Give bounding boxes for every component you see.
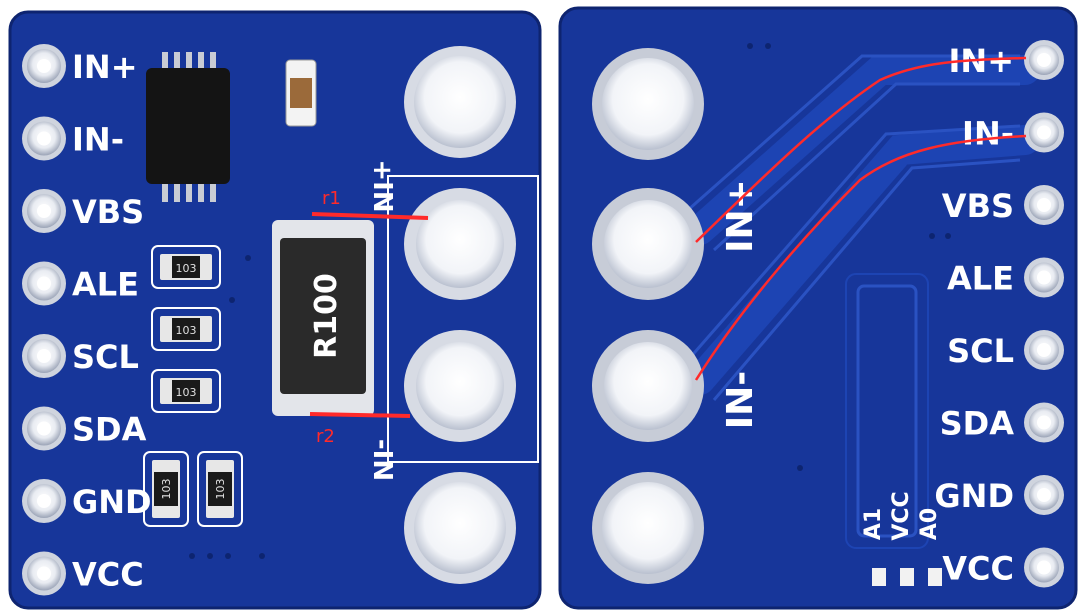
smd-resistor-label: 103 [176, 262, 197, 275]
left-pin-2: VBS [22, 189, 144, 233]
right-pin-label: VBS [942, 187, 1014, 225]
left-pin-label: IN+ [72, 48, 138, 86]
address-jumper-pads [872, 568, 942, 586]
smd-resistor-2: 103 [151, 369, 221, 413]
right-pin-2: VBS [942, 185, 1064, 225]
left-pin-label: IN- [72, 121, 124, 159]
left-pin-label: VCC [72, 556, 144, 594]
terminal-pads [404, 46, 516, 584]
smd-capacitors: 103 103 [143, 451, 243, 527]
terminal-label-minus: -IN [367, 439, 397, 481]
left-pin-1: IN- [22, 116, 124, 161]
left-pin-label: ALE [72, 266, 139, 304]
left-pin-6: GND [22, 479, 152, 523]
right-pin-label: GND [934, 477, 1014, 515]
right-pin-4: SCL [947, 330, 1064, 370]
smd-resistors: 103 103 103 [151, 245, 221, 413]
smd-cap-1: 103 [197, 451, 243, 527]
address-label-a1: A1 [861, 508, 886, 540]
left-pin-label: VBS [72, 193, 144, 231]
terminal-label-plus: +IN [367, 159, 397, 212]
left-pin-label: GND [72, 483, 152, 521]
right-pin-5: SDA [940, 402, 1064, 443]
left-pin-label: SDA [72, 411, 147, 449]
annotation-wire-in-minus [694, 134, 1027, 381]
right-pin-1: IN- [962, 112, 1064, 153]
left-pin-label: SCL [72, 338, 139, 376]
smd-cap-label: 103 [160, 479, 173, 500]
annotation-r1: r1 [322, 188, 341, 209]
ic-chip [146, 52, 230, 202]
right-pin-0: IN+ [949, 40, 1064, 80]
smd-cap-0: 103 [143, 451, 189, 527]
right-pin-label: IN- [962, 115, 1014, 153]
right-pin-6: GND [934, 475, 1064, 515]
terminal-outline [387, 175, 539, 463]
annotation-line-r2 [309, 412, 411, 418]
left-pin-4: SCL [22, 334, 139, 378]
right-terminal-pads [592, 48, 704, 584]
address-label-vcc: VCC [889, 491, 914, 540]
shunt-resistor: R100 [272, 220, 374, 416]
right-pin-3: ALE [947, 257, 1064, 298]
annotation-line-r1 [311, 212, 429, 220]
right-pin-label: VCC [942, 550, 1014, 588]
right-pin-header: IN+ IN- VBS ALE SCL SDA GND VCC [934, 40, 1064, 588]
smd-capacitor-top [285, 59, 317, 127]
smd-cap-label: 103 [214, 479, 227, 500]
left-pin-0: IN+ [22, 44, 138, 88]
smd-resistor-label: 103 [176, 386, 197, 399]
resistor-marking: R100 [309, 273, 344, 359]
left-board: IN+ IN- VBS ALE SCL SDA GND VCC R100 103 [8, 10, 542, 610]
right-pin-label: ALE [947, 260, 1014, 298]
address-label-a0: A0 [917, 508, 942, 540]
pad-label-in-plus: IN+ [720, 179, 761, 253]
right-pin-label: SCL [947, 332, 1014, 370]
right-pin-7: VCC [942, 547, 1064, 588]
right-pin-label: SDA [940, 405, 1015, 443]
annotation-wire-in-plus [695, 56, 1027, 243]
annotation-r2: r2 [316, 426, 335, 447]
left-pin-5: SDA [22, 406, 147, 451]
left-pin-header: IN+ IN- VBS ALE SCL SDA GND VCC [22, 44, 152, 596]
smd-resistor-label: 103 [176, 324, 197, 337]
left-pin-3: ALE [22, 261, 139, 306]
left-pin-7: VCC [22, 551, 144, 596]
smd-resistor-1: 103 [151, 307, 221, 351]
pad-label-in-minus: IN- [720, 371, 761, 429]
smd-resistor-0: 103 [151, 245, 221, 289]
right-board: IN+ IN- A1 VCC A0 IN+ IN- VBS ALE SCL SDA GND V… [558, 6, 1078, 610]
